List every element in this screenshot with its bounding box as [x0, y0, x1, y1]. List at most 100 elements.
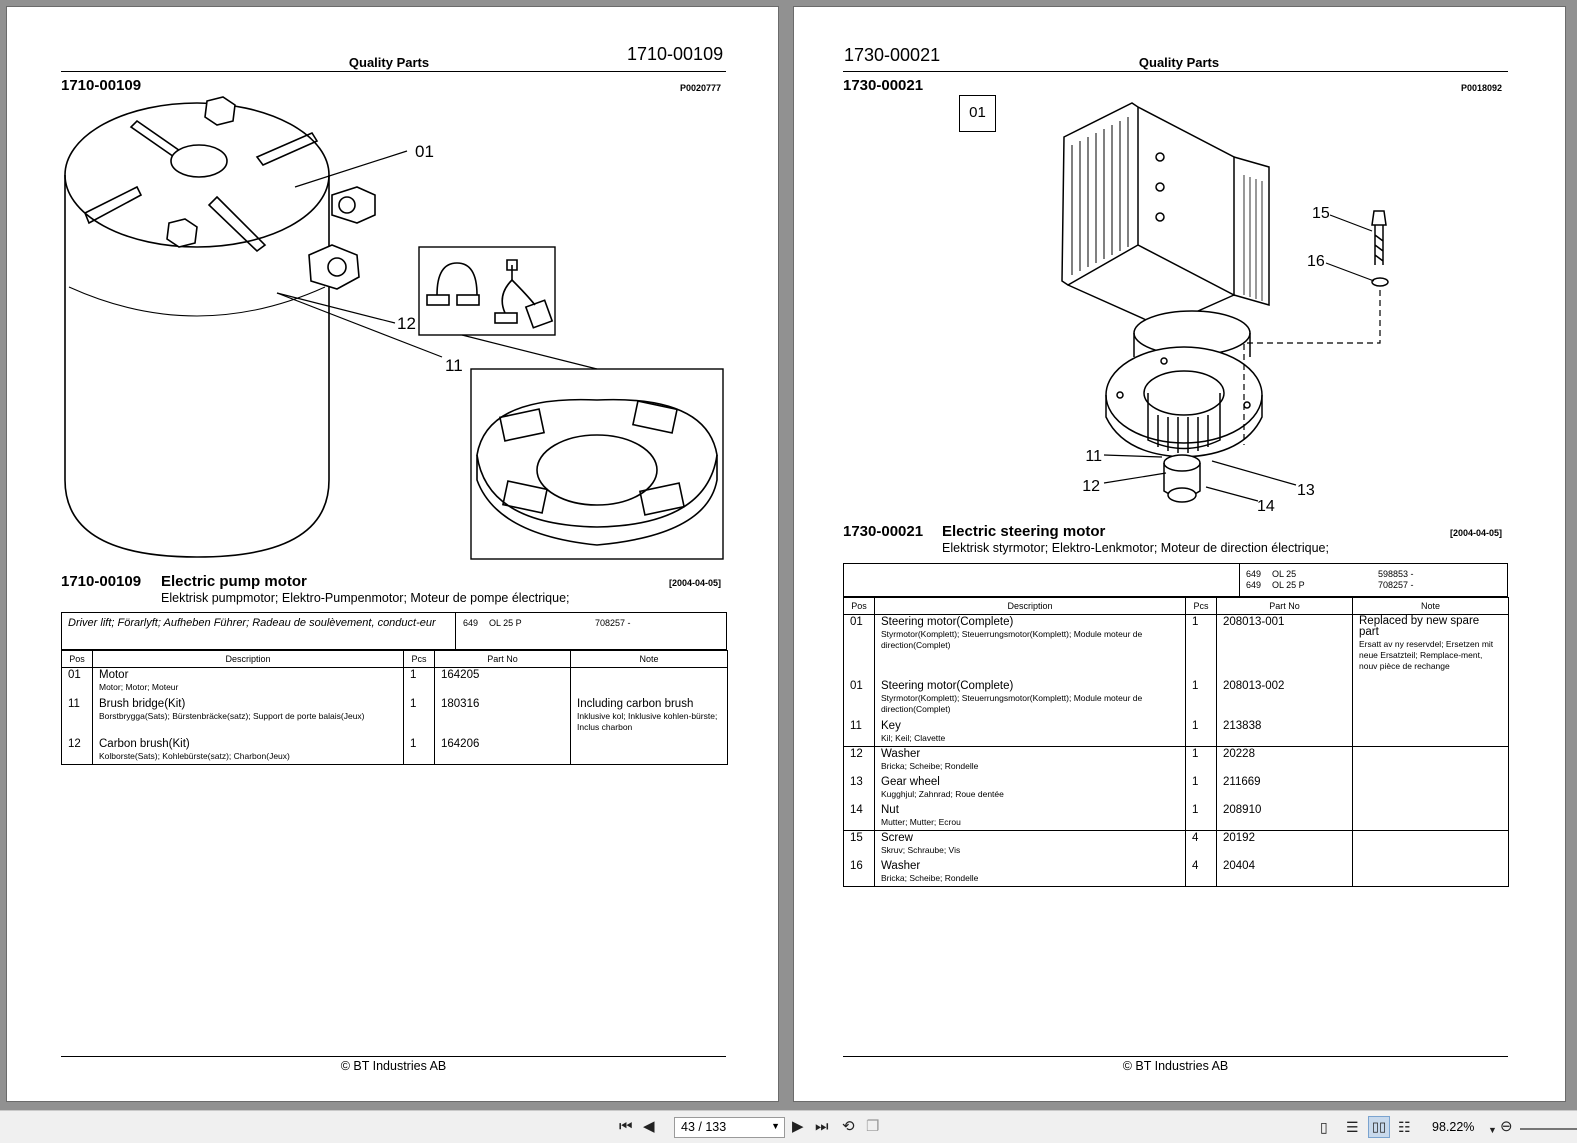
table-row[interactable]: 01 Steering motor(Complete)Styrmotor(Kom…: [843, 614, 1509, 679]
applicability-text: Driver lift; Förarlyft; Aufheben Führer;…: [68, 617, 436, 629]
row-note: [570, 667, 728, 697]
row-part-no[interactable]: 208013-001: [1216, 614, 1353, 679]
picture-code: P0018092: [1460, 83, 1502, 93]
pump-motor-illustration: 01 12 11: [64, 96, 724, 560]
heading-id: 1710-00109: [61, 573, 142, 590]
row-part-no[interactable]: 211669: [1216, 774, 1353, 803]
callout-12: 12: [397, 314, 416, 333]
desc-text: Steering motor(Complete): [881, 616, 1014, 628]
serial-range: 708257 -: [595, 618, 631, 628]
row-part-no[interactable]: 20404: [1216, 858, 1353, 887]
header-rule: [61, 71, 726, 72]
desc-translation: Borstbrygga(Sats); Bürstenbräcke(satz); …: [99, 710, 365, 721]
row-pcs: 1: [1185, 746, 1217, 775]
fit-icon[interactable]: ❐: [866, 1118, 880, 1135]
parts-table: Pos Description Pcs Part No Note 01 Stee…: [843, 597, 1509, 887]
row-part-no[interactable]: 208013-002: [1216, 678, 1353, 719]
page-indicator: 43 / 133: [681, 1120, 727, 1134]
continuous-page-icon[interactable]: ☰: [1346, 1119, 1359, 1135]
row-part-no[interactable]: 164205: [434, 667, 571, 697]
callout-12: 12: [1082, 478, 1100, 495]
previous-page-icon[interactable]: ◀: [643, 1118, 655, 1135]
table-row[interactable]: 01 Steering motor(Complete)Styrmotor(Kom…: [843, 678, 1509, 719]
row-part-no[interactable]: 208910: [1216, 802, 1353, 831]
page-number-select[interactable]: 43 / 133 ▼: [674, 1117, 785, 1138]
desc-text: Key: [881, 719, 901, 732]
col-note: Note: [1352, 597, 1509, 615]
section-id: 1710-00109: [61, 77, 142, 94]
right-page: 1730-00021 Quality Parts 1730-00021 P001…: [793, 6, 1566, 1102]
row-note: [1352, 718, 1509, 747]
zoom-slider[interactable]: [1520, 1128, 1577, 1130]
row-pos: 14: [843, 802, 875, 831]
revision-date: [2004-04-05]: [1449, 528, 1502, 538]
desc-text: Brush bridge(Kit): [99, 697, 186, 710]
desc-translation: Kugghjul; Zahnrad; Roue dentée: [881, 788, 1004, 799]
row-part-no[interactable]: 20192: [1216, 830, 1353, 859]
model: OL 25 P: [489, 618, 522, 628]
row-pcs: 1: [1185, 774, 1217, 803]
parts-table: Pos Description Pcs Part No Note 01 Moto…: [61, 650, 728, 765]
col-description: Description: [92, 650, 404, 668]
row-pos: 15: [843, 830, 875, 859]
model: OL 25 P: [1272, 580, 1305, 590]
note-text: Including carbon brush: [577, 697, 694, 710]
single-page-icon[interactable]: ▯: [1320, 1119, 1328, 1135]
left-page: Quality Parts 1710-00109 1710-00109 P002…: [6, 6, 779, 1102]
header-rule: [843, 71, 1508, 72]
facing-pages-icon[interactable]: ▯▯: [1368, 1116, 1390, 1138]
view-box-label: 01: [959, 95, 996, 132]
last-page-icon[interactable]: ⏭: [815, 1118, 829, 1135]
next-page-icon[interactable]: ▶: [792, 1118, 804, 1135]
zoom-level[interactable]: 98.22%: [1432, 1120, 1475, 1134]
zoom-out-icon[interactable]: ⊖: [1500, 1118, 1513, 1135]
steering-motor-illustration: 15 16 11 12 13 14: [1061, 102, 1389, 515]
desc-text: Gear wheel: [881, 775, 940, 788]
desc-translation: Motor; Motor; Moteur: [99, 682, 179, 692]
desc-text: Steering motor(Complete): [881, 679, 1014, 692]
row-pcs: 1: [1185, 802, 1217, 831]
row-pos: 13: [843, 774, 875, 803]
serial-range: 598853 -: [1378, 569, 1414, 579]
col-pos: Pos: [61, 650, 93, 668]
row-pcs: 1: [1185, 678, 1217, 719]
continuous-facing-icon[interactable]: ☷: [1398, 1119, 1411, 1135]
heading-title: Electric steering motor: [942, 523, 1106, 540]
zoom-dropdown-icon[interactable]: ▼: [1488, 1125, 1497, 1135]
callout-11: 11: [445, 356, 463, 375]
document-viewer[interactable]: Quality Parts 1710-00109 1710-00109 P002…: [0, 0, 1577, 1110]
rotate-icon[interactable]: ⟲: [842, 1118, 855, 1135]
page-doc-number: 1730-00021: [844, 45, 941, 65]
table-row[interactable]: 12 Carbon brush(Kit)Kolborste(Sats); Koh…: [61, 736, 728, 765]
row-pcs: 4: [1185, 858, 1217, 887]
row-pcs: 1: [1185, 718, 1217, 747]
row-part-no[interactable]: 164206: [434, 736, 571, 765]
callout-14: 14: [1257, 498, 1275, 515]
table-row[interactable]: 11 Brush bridge(Kit)Borstbrygga(Sats); B…: [61, 696, 728, 737]
row-part-no[interactable]: 213838: [1216, 718, 1353, 747]
row-note: [1352, 678, 1509, 719]
col-note: Note: [570, 650, 728, 668]
row-part-no[interactable]: 180316: [434, 696, 571, 737]
callout-11: 11: [1085, 448, 1102, 465]
col-description: Description: [874, 597, 1186, 615]
row-pos: 01: [843, 614, 875, 679]
picture-code: P0020777: [679, 83, 721, 93]
callout-01: 01: [415, 142, 434, 161]
desc-translation: Bricka; Scheibe; Rondelle: [881, 761, 979, 771]
row-part-no[interactable]: 20228: [1216, 746, 1353, 775]
row-description: Carbon brush(Kit)Kolborste(Sats); Kohleb…: [92, 736, 404, 765]
first-page-icon[interactable]: ⏮: [619, 1118, 633, 1135]
